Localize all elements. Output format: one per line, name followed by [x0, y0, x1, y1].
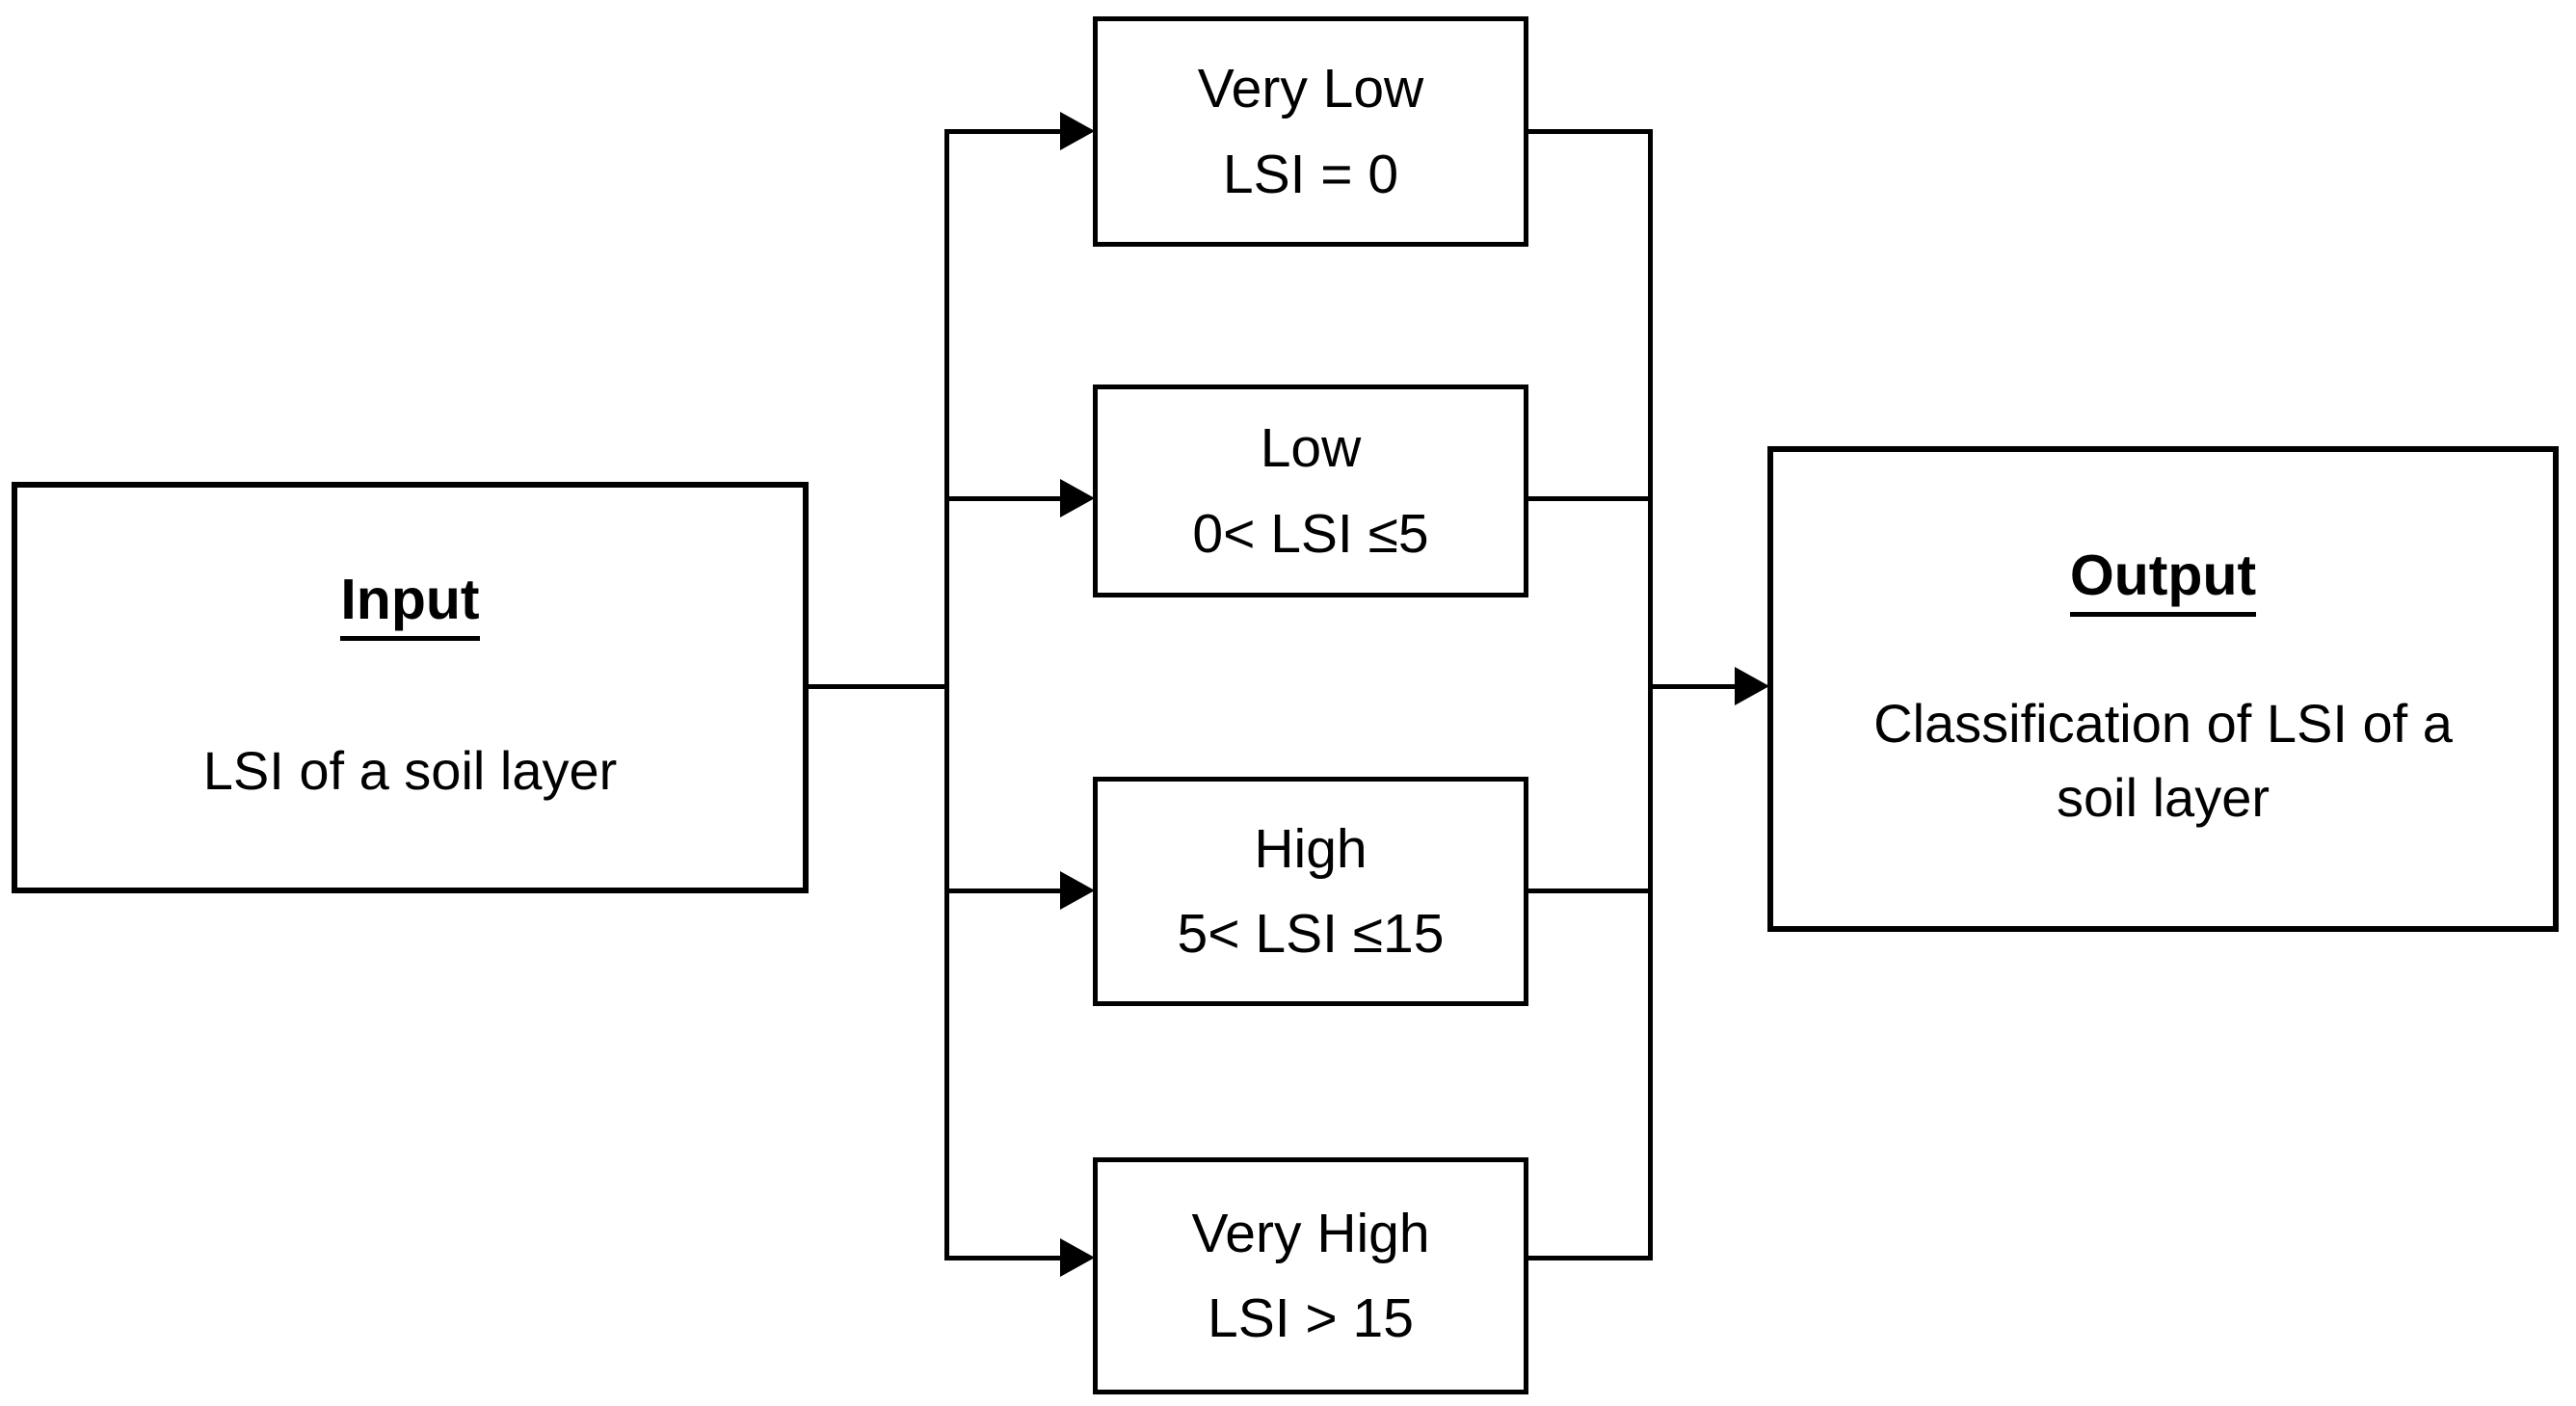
category-label: High: [1254, 817, 1368, 880]
output-box: Output Classification of LSI of a soil l…: [1767, 446, 2559, 932]
output-box-body: Classification of LSI of a soil layer: [1873, 686, 2453, 836]
left-bus-line: [944, 129, 949, 1260]
category-condition: LSI = 0: [1222, 143, 1399, 205]
category-condition: LSI > 15: [1208, 1287, 1414, 1349]
input-box-title: Input: [340, 568, 480, 641]
collector-line-high: [1528, 889, 1653, 893]
branch-line-low: [944, 496, 1062, 501]
arrowhead-very-low-icon: [1060, 112, 1095, 150]
collector-line-very-low: [1528, 129, 1653, 134]
connector-bus-to-output: [1648, 684, 1739, 689]
arrowhead-output-icon: [1735, 667, 1769, 705]
category-box-very-high: Very High LSI > 15: [1093, 1157, 1528, 1394]
branch-line-very-low: [944, 129, 1062, 134]
category-box-low: Low 0< LSI ≤5: [1093, 385, 1528, 597]
output-box-title: Output: [2069, 544, 2257, 617]
input-box-body: LSI of a soil layer: [202, 739, 618, 801]
category-box-high: High 5< LSI ≤15: [1093, 777, 1528, 1006]
connector-input-to-bus: [809, 684, 949, 689]
collector-line-very-high: [1528, 1256, 1653, 1260]
output-box-body-line2: soil layer: [2057, 766, 2270, 828]
branch-line-very-high: [944, 1256, 1062, 1260]
branch-line-high: [944, 889, 1062, 893]
collector-line-low: [1528, 496, 1653, 501]
arrowhead-high-icon: [1060, 871, 1095, 910]
input-box: Input LSI of a soil layer: [12, 482, 809, 893]
right-bus-line: [1648, 129, 1653, 1260]
category-condition: 0< LSI ≤5: [1192, 502, 1429, 565]
arrowhead-low-icon: [1060, 479, 1095, 517]
category-box-very-low: Very Low LSI = 0: [1093, 16, 1528, 247]
category-label: Very High: [1191, 1202, 1430, 1264]
category-label: Very Low: [1197, 58, 1424, 120]
output-box-body-line1: Classification of LSI of a: [1873, 692, 2453, 754]
category-condition: 5< LSI ≤15: [1177, 903, 1445, 965]
arrowhead-very-high-icon: [1060, 1238, 1095, 1277]
category-label: Low: [1260, 417, 1362, 480]
